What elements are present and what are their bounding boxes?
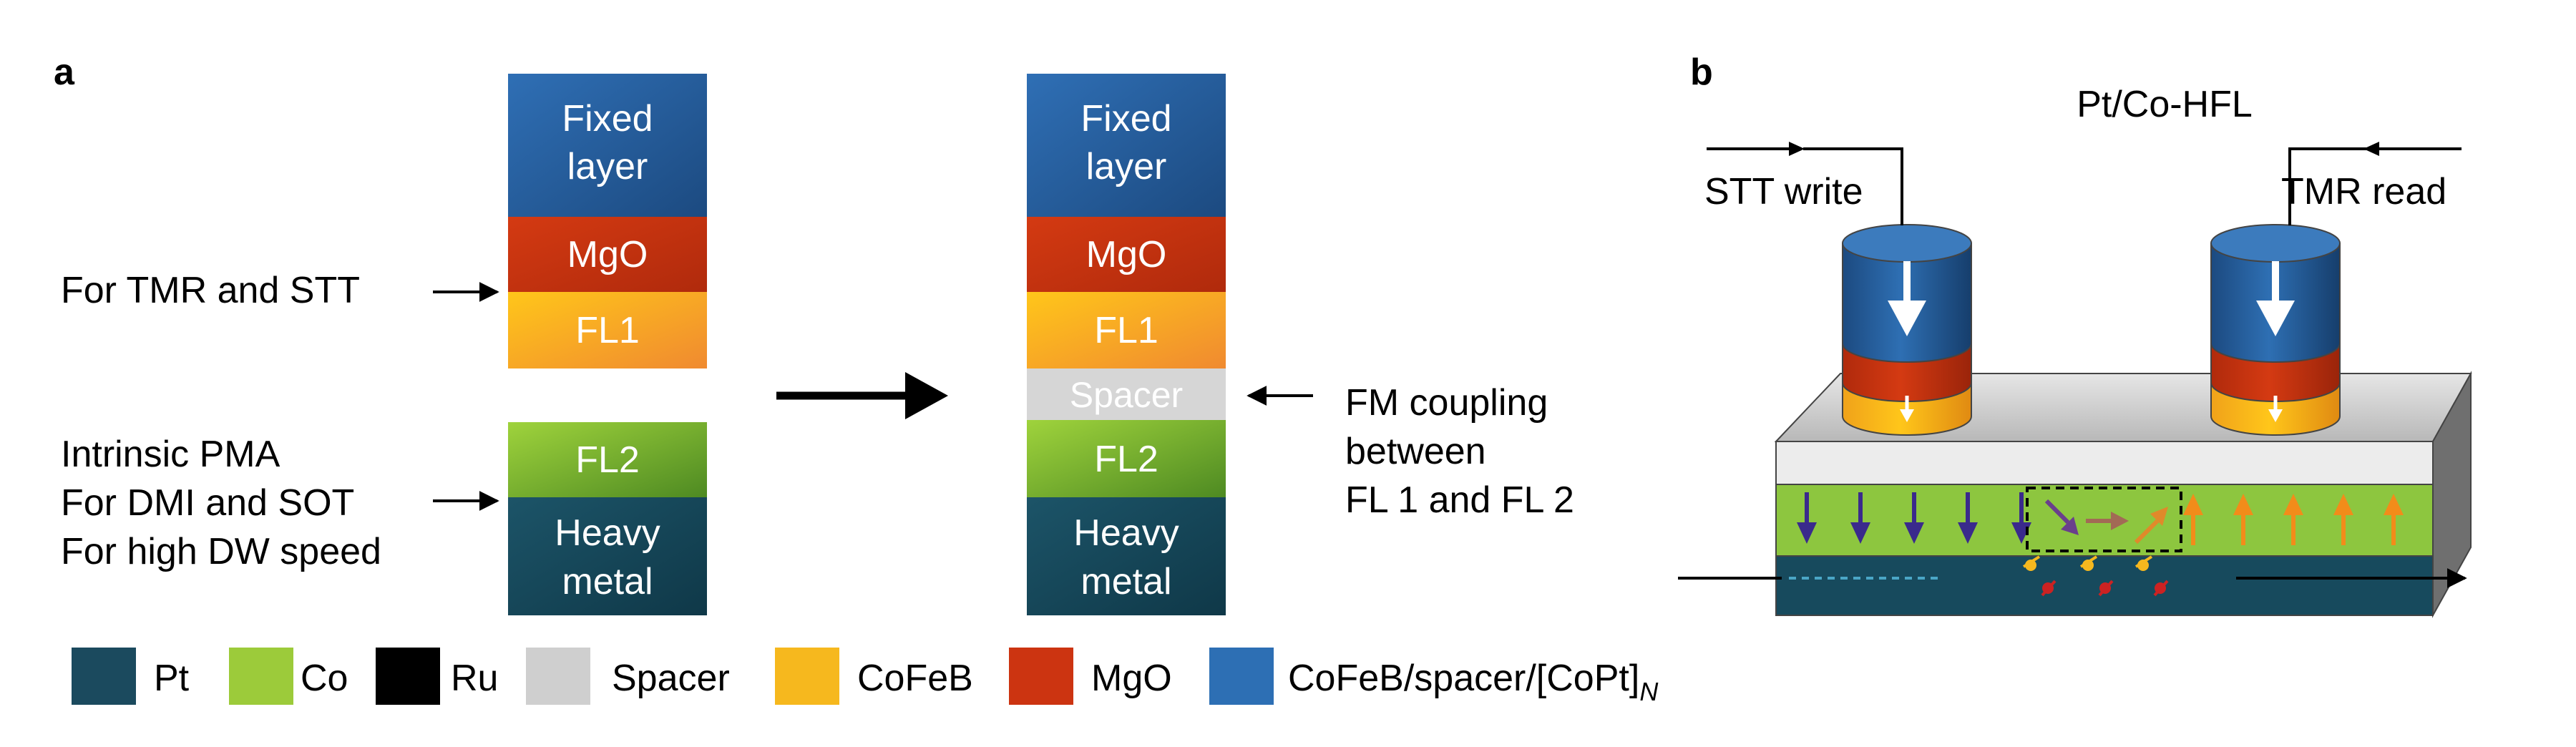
spin-electron-1-icon	[2022, 555, 2057, 597]
left-fixed-layer	[508, 74, 707, 217]
annotation-dmi-sot: For DMI and SOT	[61, 482, 354, 524]
legend-swatch-pt	[72, 648, 136, 705]
tmr-read-label: TMR read	[2281, 171, 2446, 213]
slab-front-spacer	[1775, 441, 2434, 485]
right-spacer-label: Spacer	[1070, 375, 1183, 415]
right-spacer-layer	[1027, 368, 1226, 420]
legend-swatch-mgo	[1009, 648, 1073, 705]
left-fixed-label-2: layer	[567, 146, 648, 187]
up-arrow-3-icon	[2283, 494, 2303, 545]
legend-label-co: Co	[301, 658, 348, 699]
down-arrow-3-icon	[1904, 492, 1924, 544]
panel-a-label: a	[54, 52, 75, 93]
up-arrow-1-icon	[2183, 494, 2203, 545]
legend-swatch-spacer	[526, 648, 590, 705]
left-hm-label-1: Heavy	[555, 512, 660, 554]
right-fl2-layer	[1027, 420, 1226, 497]
write-free-arrow-icon	[1900, 396, 1914, 422]
right-mgo-layer	[1027, 217, 1226, 292]
left-fixed-label-1: Fixed	[562, 98, 653, 140]
left-hm-label-2: metal	[562, 561, 653, 602]
fm-coupling-line-2: between	[1345, 431, 1486, 472]
right-fixed-label-1: Fixed	[1080, 98, 1171, 140]
annotation-dw-speed: For high DW speed	[61, 531, 381, 572]
right-fixed-layer	[1027, 74, 1226, 217]
transition-arrow	[776, 372, 948, 419]
panel-b-label: b	[1690, 52, 1713, 93]
domain-up-arrows	[2183, 494, 2404, 545]
panel-b-title: Pt/Co-HFL	[2077, 84, 2253, 125]
legend-label-fixed-stack: CoFeB/spacer/[CoPt]N	[1288, 658, 1659, 706]
annotation-tmr-stt: For TMR and STT	[61, 270, 360, 311]
left-fl1-label: FL1	[575, 310, 640, 351]
write-fixed-arrow-icon	[1888, 261, 1926, 336]
down-arrow-2-icon	[1850, 492, 1870, 544]
spin-current-symbols	[2022, 555, 2169, 597]
left-mgo-label: MgO	[567, 234, 648, 275]
left-fl1-layer	[508, 292, 707, 368]
read-fixed-arrow-icon	[2256, 261, 2295, 336]
legend-swatch-cofeb	[775, 648, 839, 705]
spin-electron-3-icon	[2135, 555, 2169, 597]
domain-wall-box	[2026, 487, 2182, 552]
legend-swatch-co	[229, 648, 293, 705]
read-free-arrow-icon	[2268, 396, 2283, 422]
right-fixed-label-2: layer	[1086, 146, 1167, 187]
up-arrow-5-icon	[2384, 494, 2404, 545]
legend-swatch-fixed-stack	[1209, 648, 1274, 705]
legend-label-pt: Pt	[154, 658, 190, 699]
right-hm-label-1: Heavy	[1073, 512, 1179, 554]
up-arrow-4-icon	[2333, 494, 2353, 545]
right-layer-stack: Fixed layer MgO FL1 Spacer FL2 Heavy met…	[1027, 74, 1226, 615]
legend-label-fixed-stack-main: CoFeB/spacer/[CoPt]	[1288, 658, 1639, 699]
stt-write-label: STT write	[1704, 171, 1863, 213]
down-arrow-4-icon	[1958, 492, 1978, 544]
down-arrow-1-icon	[1797, 492, 1817, 544]
annotation-pma: Intrinsic PMA	[61, 434, 280, 475]
right-hm-label-2: metal	[1080, 561, 1171, 602]
left-layer-stack: Fixed layer MgO FL1 FL2 Heavy metal	[508, 74, 707, 615]
dw-arrow-1-icon	[2044, 499, 2079, 535]
mtj-pillar-read	[2210, 224, 2341, 436]
legend-label-ru: Ru	[451, 658, 498, 699]
tmr-read-lead	[2288, 142, 2462, 225]
left-fl2-label: FL2	[575, 439, 640, 481]
domain-down-arrows	[1797, 492, 2031, 544]
up-arrow-2-icon	[2233, 494, 2253, 545]
left-fl2-layer	[508, 422, 707, 497]
right-heavy-metal-layer	[1027, 497, 1226, 615]
right-fl1-label: FL1	[1094, 310, 1158, 351]
left-heavy-metal-layer	[508, 497, 707, 615]
right-fl2-label: FL2	[1094, 439, 1158, 480]
dw-arrow-3-icon	[2134, 507, 2168, 545]
stt-write-lead	[1707, 142, 1903, 225]
spin-electron-2-icon	[2079, 555, 2114, 597]
legend: Pt Co Ru Spacer CoFeB MgO CoFeB/spacer/[…	[72, 648, 1659, 706]
legend-swatch-ru	[376, 648, 440, 705]
dw-arrow-2-icon	[2086, 512, 2129, 530]
right-mgo-label: MgO	[1086, 234, 1167, 275]
legend-label-fixed-stack-sub: N	[1639, 677, 1659, 706]
domain-wall-arrows	[2044, 499, 2168, 545]
right-fl1-layer	[1027, 292, 1226, 368]
legend-label-cofeb: CoFeB	[857, 658, 973, 699]
left-mgo-layer	[508, 217, 707, 292]
legend-label-mgo: MgO	[1091, 658, 1172, 699]
fm-coupling-line-3: FL 1 and FL 2	[1345, 479, 1574, 521]
legend-label-spacer: Spacer	[612, 658, 730, 699]
fm-coupling-line-1: FM coupling	[1345, 382, 1548, 424]
mtj-pillar-write	[1842, 224, 1972, 436]
